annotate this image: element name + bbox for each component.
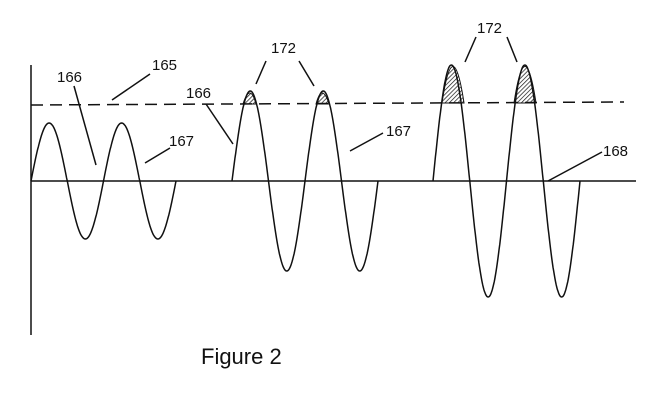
label-168: 168 <box>603 143 628 160</box>
label-165: 165 <box>152 57 177 74</box>
waveform-large <box>432 64 581 298</box>
label-167-left: 167 <box>169 133 194 150</box>
waveform-medium <box>231 90 379 272</box>
label-172-right: 172 <box>477 20 502 37</box>
waveform-small <box>30 122 177 240</box>
label-166-left: 166 <box>57 69 82 86</box>
leader-lines <box>73 36 603 182</box>
figure-caption: Figure 2 <box>201 344 282 369</box>
label-166-middle: 166 <box>186 85 211 102</box>
label-172-middle: 172 <box>271 40 296 57</box>
label-167-middle: 167 <box>386 123 411 140</box>
